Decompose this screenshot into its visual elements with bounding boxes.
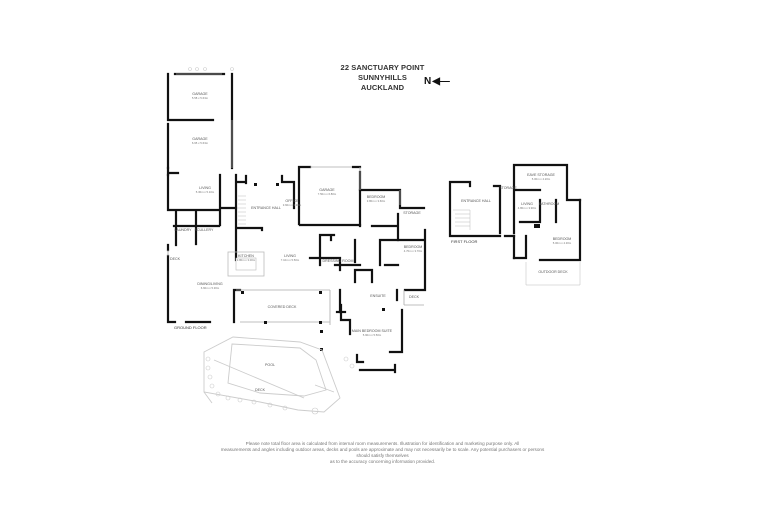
svg-text:BEDROOM: BEDROOM [367, 195, 386, 199]
svg-text:STORAGE: STORAGE [403, 211, 421, 215]
svg-text:3.60m x 3.30m: 3.60m x 3.30m [283, 203, 302, 207]
svg-text:SCULLERY: SCULLERY [195, 228, 215, 232]
disclaimer-line-1: Please note total floor area is calculat… [245, 441, 520, 446]
first-floor-walls [448, 163, 582, 262]
arrow-left-icon: ◀— [432, 76, 450, 87]
svg-text:OFFICE: OFFICE [285, 199, 299, 203]
svg-text:GARAGE: GARAGE [319, 188, 335, 192]
address-line-2: SUNNYHILLS [358, 73, 407, 82]
svg-text:MAIN BEDROOM SUITE: MAIN BEDROOM SUITE [352, 329, 393, 333]
svg-text:4.80m x 3.90m: 4.80m x 3.90m [518, 206, 537, 210]
disclaimer: Please note total floor area is calculat… [215, 441, 550, 465]
svg-text:6.60m x 5.30m: 6.60m x 5.30m [201, 286, 220, 290]
svg-text:5.00m x 4.20m: 5.00m x 4.20m [532, 177, 551, 181]
svg-text:ENSUITE: ENSUITE [370, 294, 386, 298]
ground-floor-walls [166, 72, 427, 374]
svg-text:LIVING: LIVING [199, 186, 211, 190]
svg-text:DECK: DECK [409, 295, 420, 299]
disclaimer-line-2: measurements and angles including outdoo… [220, 447, 545, 458]
kitchen-bench [235, 257, 257, 271]
address-line-1: 22 SANCTUARY POINT [340, 63, 425, 72]
property-address: 22 SANCTUARY POINT SUNNYHILLS AUCKLAND [320, 63, 445, 93]
svg-text:ENTRANCE HALL: ENTRANCE HALL [251, 206, 281, 210]
first-floor-label: FIRST FLOOR [451, 239, 477, 244]
svg-text:STORAGE: STORAGE [499, 186, 517, 190]
svg-text:GARAGE: GARAGE [192, 92, 208, 96]
svg-text:LIVING: LIVING [284, 254, 296, 258]
svg-text:BATHROOM: BATHROOM [539, 202, 560, 206]
plants [188, 67, 355, 415]
svg-text:DECK: DECK [170, 257, 181, 261]
svg-text:5.00m x 4.30m: 5.00m x 4.30m [553, 241, 572, 245]
svg-text:DRESSING ROOM: DRESSING ROOM [323, 259, 354, 263]
svg-text:5.58 x 5.63m: 5.58 x 5.63m [192, 96, 209, 100]
address-line-3: AUCKLAND [360, 83, 405, 92]
ground-floor-label: GROUND FLOOR [174, 325, 207, 330]
svg-text:3.80m x 3.60m: 3.80m x 3.60m [367, 199, 386, 203]
svg-text:OUTDOOR DECK: OUTDOOR DECK [538, 270, 568, 274]
svg-text:BEDROOM: BEDROOM [553, 237, 572, 241]
svg-text:EAVE STORAGE: EAVE STORAGE [527, 173, 555, 177]
svg-text:3.80m x 3.00m: 3.80m x 3.00m [237, 258, 256, 262]
stairs [238, 195, 246, 225]
svg-text:GARAGE: GARAGE [192, 137, 208, 141]
svg-text:DECK: DECK [255, 388, 266, 392]
svg-text:POOL: POOL [265, 363, 275, 367]
svg-text:LIVING: LIVING [521, 202, 533, 206]
north-label: N [424, 76, 432, 87]
svg-text:KITCHEN: KITCHEN [238, 254, 254, 258]
svg-text:DINING/LIVING: DINING/LIVING [197, 282, 223, 286]
kitchen-island [227, 251, 265, 277]
svg-text:7.50m x 6.80m: 7.50m x 6.80m [318, 192, 337, 196]
first-floor-stairs [453, 209, 581, 286]
svg-text:4.70m x 3.70m: 4.70m x 3.70m [404, 249, 423, 253]
svg-text:LAUNDRY: LAUNDRY [174, 228, 192, 232]
svg-text:6.95 x 5.63m: 6.95 x 5.63m [192, 141, 209, 145]
pool-area [203, 336, 341, 413]
room-labels: GARAGE 5.58 x 5.63m GARAGE 6.95 x 5.63m … [170, 92, 572, 392]
window-lines [167, 73, 424, 325]
svg-text:BEDROOM: BEDROOM [404, 245, 423, 249]
svg-text:COVERED DECK: COVERED DECK [268, 305, 297, 309]
disclaimer-line-3: as to the accuracy concerning informatio… [329, 459, 436, 464]
svg-text:7.10m x 5.50m: 7.10m x 5.50m [281, 258, 300, 262]
svg-text:5.30m x 5.10m: 5.30m x 5.10m [196, 190, 215, 194]
svg-text:ENTRANCE HALL: ENTRANCE HALL [461, 199, 491, 203]
svg-text:5.90m x 5.50m: 5.90m x 5.50m [363, 333, 382, 337]
first-floor-column [534, 224, 540, 228]
north-indicator: N◀— [424, 76, 450, 87]
